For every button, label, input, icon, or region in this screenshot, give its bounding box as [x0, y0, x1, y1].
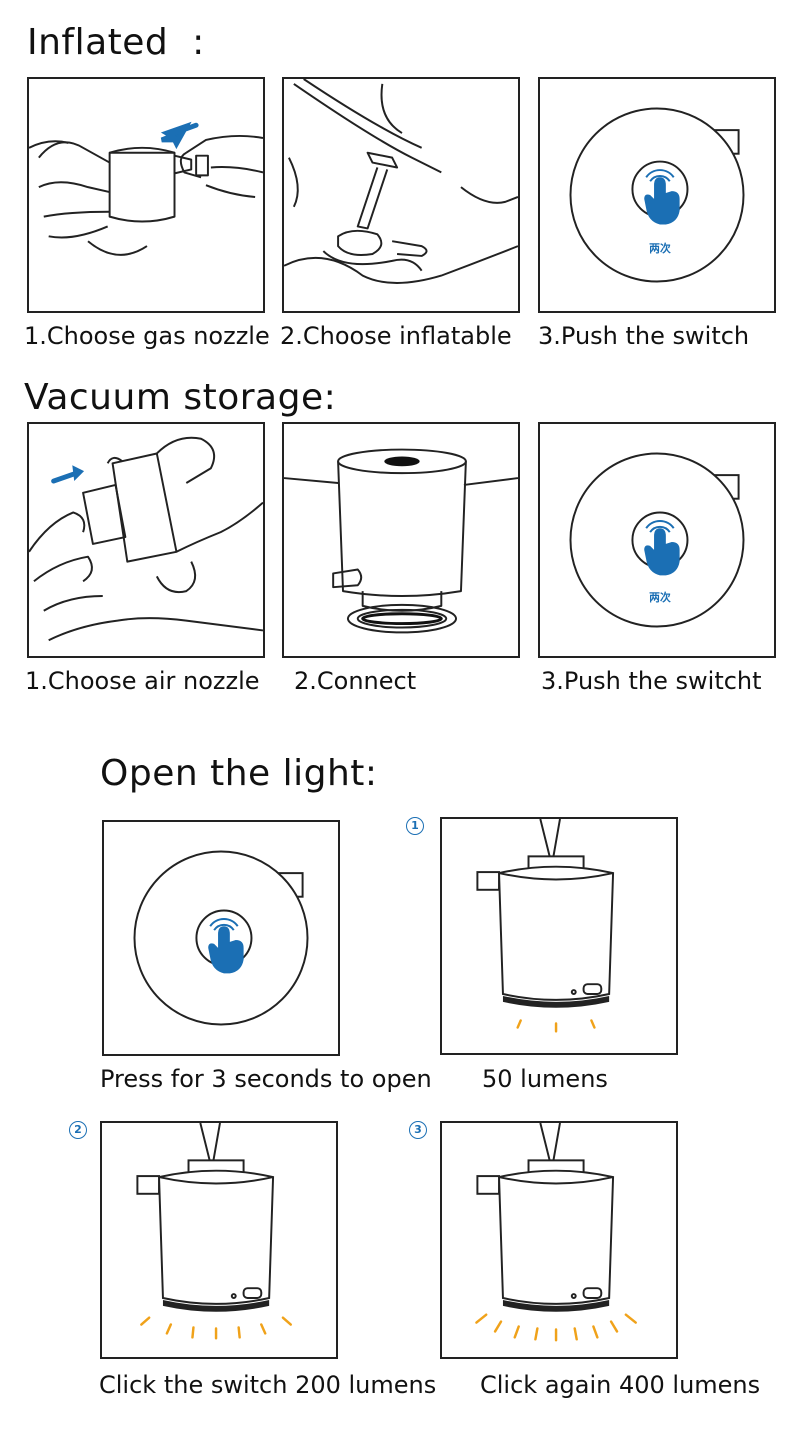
finger-press-icon: [644, 519, 680, 576]
panel-push-switch-inflate: 两次: [538, 77, 776, 313]
vacuum-heading: Vacuum storage:: [24, 377, 337, 418]
arrow-left-icon: [160, 121, 199, 150]
step-1-caption: 50 lumens: [482, 1065, 608, 1093]
panel-push-switch-vacuum: 两次: [538, 422, 776, 658]
lamp-400-lumens-illustration: [475, 1123, 637, 1342]
arrow-right-icon: [51, 470, 79, 484]
panel-choose-air-nozzle: [27, 422, 265, 658]
vacuum-caption-2: 2.Connect: [294, 667, 417, 695]
pump-connect-illustration: [284, 448, 518, 634]
inflated-caption-2: 2.Choose inflatable: [280, 322, 512, 350]
step-marker-2: 2: [69, 1121, 87, 1139]
step-2-caption: Click the switch 200 lumens: [99, 1371, 437, 1399]
panel-press-3-seconds: [102, 820, 340, 1056]
switch-label-twice: 两次: [649, 241, 671, 255]
inflatable-valve-illustration: [284, 79, 518, 284]
panel-choose-inflatable: [282, 77, 520, 313]
step-3-caption: Click again 400 lumens: [480, 1371, 761, 1399]
light-rays-icon: [516, 1019, 596, 1033]
panel-50-lumens: [440, 817, 678, 1055]
finger-press-icon: [208, 917, 244, 974]
finger-press-icon: [644, 169, 680, 225]
panel-choose-gas-nozzle: [27, 77, 265, 313]
hands-nozzle-illustration: [29, 121, 263, 256]
panel-200-lumens: [100, 1121, 338, 1359]
step-marker-1: 1: [406, 817, 424, 835]
vacuum-caption-3: 3.Push the switcht: [541, 667, 762, 695]
vacuum-caption-1: 1.Choose air nozzle: [25, 667, 260, 695]
switch-press-illustration: 两次: [569, 107, 745, 283]
panel-connect: [282, 422, 520, 658]
switch-label-twice: 两次: [649, 590, 671, 604]
lamp-200-lumens-illustration: [136, 1123, 293, 1340]
inflated-caption-3: 3.Push the switch: [538, 322, 750, 350]
inflated-caption-1: 1.Choose gas nozzle: [24, 322, 270, 350]
press-caption: Press for 3 seconds to open: [100, 1065, 432, 1093]
hands-air-nozzle-illustration: [29, 436, 263, 642]
panel-400-lumens: [440, 1121, 678, 1359]
switch-press-illustration-2: 两次: [569, 452, 745, 628]
inflated-heading: Inflated :: [27, 22, 205, 63]
light-heading: Open the light:: [100, 753, 378, 794]
light-rays-icon: [475, 1313, 637, 1342]
lamp-50-lumens-illustration: [476, 819, 615, 1033]
light-rays-icon: [140, 1316, 293, 1340]
step-marker-3: 3: [409, 1121, 427, 1139]
switch-hold-illustration: [133, 850, 309, 1026]
